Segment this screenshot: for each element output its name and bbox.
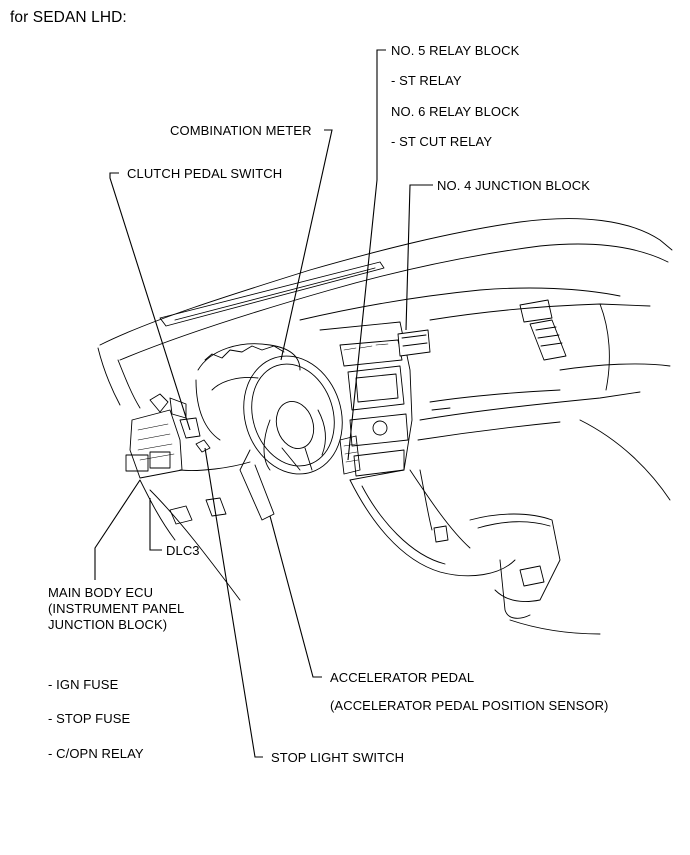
label-stop-light-switch: STOP LIGHT SWITCH (271, 750, 405, 765)
label-copn-relay: - C/OPN RELAY (48, 746, 144, 761)
label-no5-relay-block: NO. 5 RELAY BLOCK (391, 43, 520, 58)
leader-lines (94, 49, 433, 758)
label-combination-meter: COMBINATION METER (170, 123, 312, 138)
label-accelerator-pedal-position-sensor: (ACCELERATOR PEDAL POSITION SENSOR) (330, 698, 609, 713)
label-stop-fuse: - STOP FUSE (48, 711, 131, 726)
dashboard-top-outline (99, 218, 673, 346)
label-st-relay: - ST RELAY (391, 73, 462, 88)
leader-combination-meter (280, 129, 333, 361)
label-st-cut-relay: - ST CUT RELAY (391, 134, 493, 149)
page-title: for SEDAN LHD: (10, 9, 127, 26)
label-main-body-ecu-sub2: JUNCTION BLOCK) (48, 617, 168, 632)
label-no6-relay-block: NO. 6 RELAY BLOCK (391, 104, 520, 119)
leader-main-body-ecu (94, 479, 141, 580)
leader-accelerator-pedal (269, 515, 322, 678)
label-ign-fuse: - IGN FUSE (48, 677, 119, 692)
leader-clutch-pedal-switch (109, 172, 191, 431)
leader-dlc3 (149, 498, 162, 551)
label-dlc3: DLC3 (166, 543, 200, 558)
leader-stop-light-switch (204, 447, 263, 758)
leader-no5-relay-block (347, 49, 386, 461)
label-clutch-pedal-switch: CLUTCH PEDAL SWITCH (127, 166, 283, 181)
leader-no4-junction-block (405, 184, 433, 331)
label-no4-junction-block: NO. 4 JUNCTION BLOCK (437, 178, 590, 193)
label-main-body-ecu: MAIN BODY ECU (48, 585, 154, 600)
label-main-body-ecu-sub1: (INSTRUMENT PANEL (48, 601, 185, 616)
label-accelerator-pedal: ACCELERATOR PEDAL (330, 670, 475, 685)
